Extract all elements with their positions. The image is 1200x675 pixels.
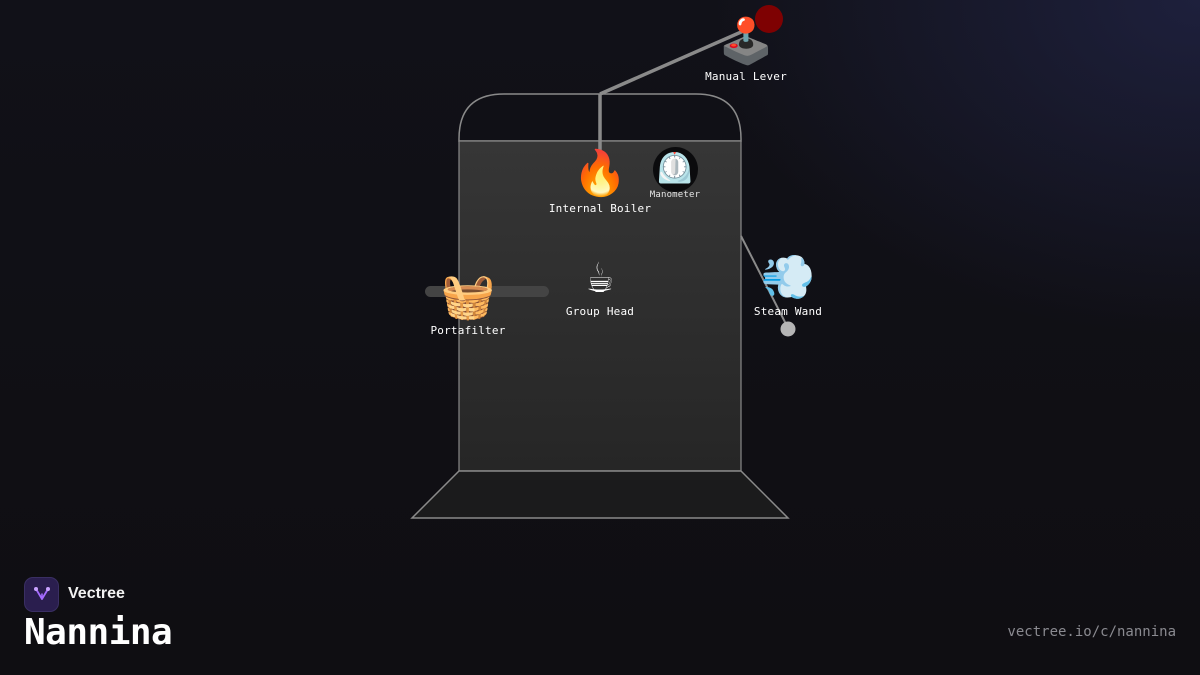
steam-wand-pipe [740, 235, 789, 329]
basket-icon[interactable]: 🧺 [440, 271, 496, 322]
steam-wand-label: Steam Wand [753, 305, 823, 318]
vectree-fork-icon [24, 576, 59, 612]
internal-boiler-label: Internal Boiler [548, 202, 652, 215]
brand-name: Vectree [68, 585, 125, 602]
pressure-gauge-icon[interactable]: ⏲️ [656, 151, 694, 186]
portafilter-handle[interactable] [425, 286, 549, 297]
hot-beverage-icon[interactable]: ☕ [586, 252, 614, 303]
manometer-label: Manometer [649, 190, 701, 200]
steam-puff-icon[interactable]: 💨 [760, 252, 816, 303]
source-url[interactable]: vectree.io/c/nannina [1007, 624, 1176, 640]
manometer-disc [653, 147, 698, 192]
machine-base [410, 470, 790, 519]
portafilter-label: Portafilter [430, 324, 506, 337]
manual-lever-label: Manual Lever [705, 70, 787, 83]
page-title: Nannina [24, 612, 173, 653]
brand[interactable]: Vectree [24, 576, 125, 612]
lever-knob[interactable] [755, 5, 783, 33]
machine-body [458, 140, 742, 472]
fire-icon[interactable]: 🔥 [572, 148, 628, 199]
group-head-label: Group Head [565, 305, 635, 318]
joystick-icon[interactable]: 🕹️ [718, 16, 774, 67]
lever-arm [599, 27, 749, 96]
steam-wand-tip[interactable] [780, 321, 796, 337]
